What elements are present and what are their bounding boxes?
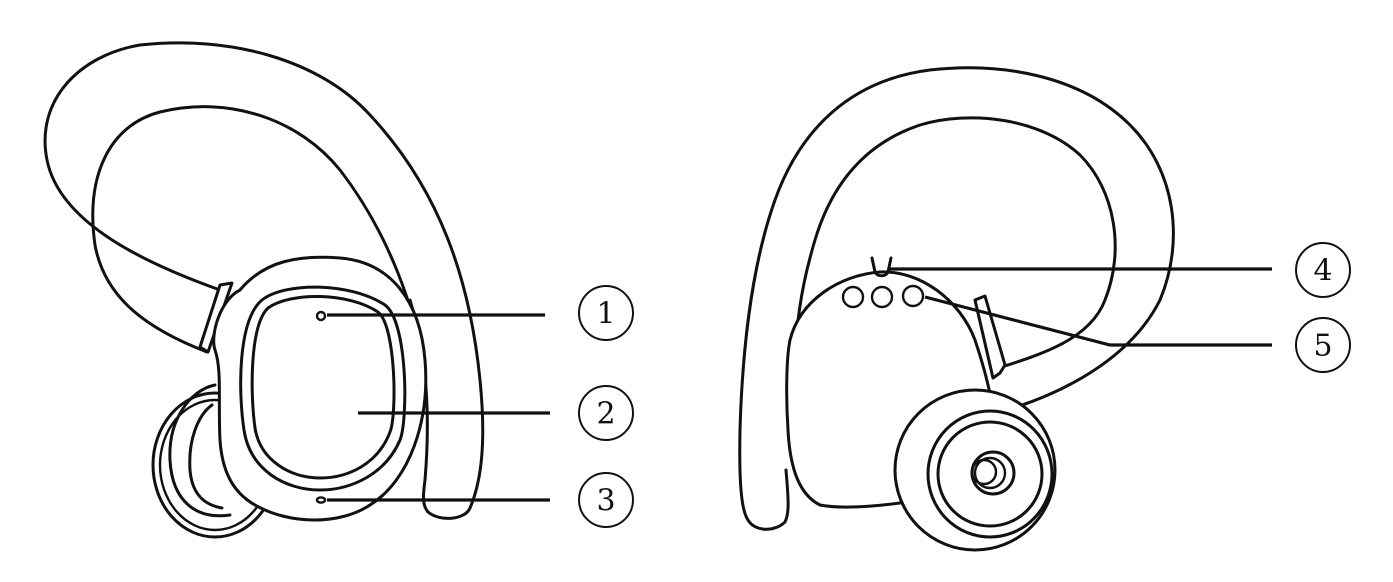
hook-collar	[198, 281, 234, 354]
ear-tip-right-nozzle-hole	[970, 458, 998, 486]
ear-hook-outer	[43, 41, 485, 520]
microphone-hole-top	[315, 310, 327, 322]
indicator-light	[870, 256, 893, 278]
svg-text:4: 4	[1313, 254, 1332, 289]
charging-contact-1	[841, 285, 865, 309]
svg-text:5: 5	[1313, 329, 1332, 364]
callout-1: 1	[578, 285, 634, 341]
charging-contact-3	[901, 284, 925, 308]
ear-tip-right-ring-2	[936, 420, 1044, 528]
svg-text:2: 2	[596, 397, 615, 432]
touch-panel-outer	[239, 285, 407, 492]
callout-3: 3	[578, 472, 634, 528]
back-view-earbud	[738, 66, 1175, 552]
microphone-hole-bottom	[315, 496, 327, 504]
svg-text:3: 3	[596, 484, 615, 519]
ear-hook-inner-right	[793, 116, 1117, 382]
callout-2: 2	[578, 385, 634, 441]
ear-tip-nozzle	[188, 403, 224, 510]
touch-panel	[250, 295, 396, 480]
hook-collar-right	[973, 294, 1007, 380]
svg-text:1: 1	[596, 297, 615, 332]
leader-line-5	[924, 295, 1272, 347]
ear-hook-outer-right	[738, 66, 1175, 531]
ear-hook-inner	[91, 105, 427, 372]
front-view-earbud	[43, 41, 485, 539]
ear-tip-right-ring-1	[926, 409, 1054, 539]
ear-tip-right-nozzle-inner	[973, 456, 1007, 490]
callout-5: 5	[1295, 317, 1351, 373]
ear-tip-inner	[168, 383, 232, 518]
callout-4: 4	[1295, 242, 1351, 298]
charging-contact-2	[870, 285, 894, 309]
